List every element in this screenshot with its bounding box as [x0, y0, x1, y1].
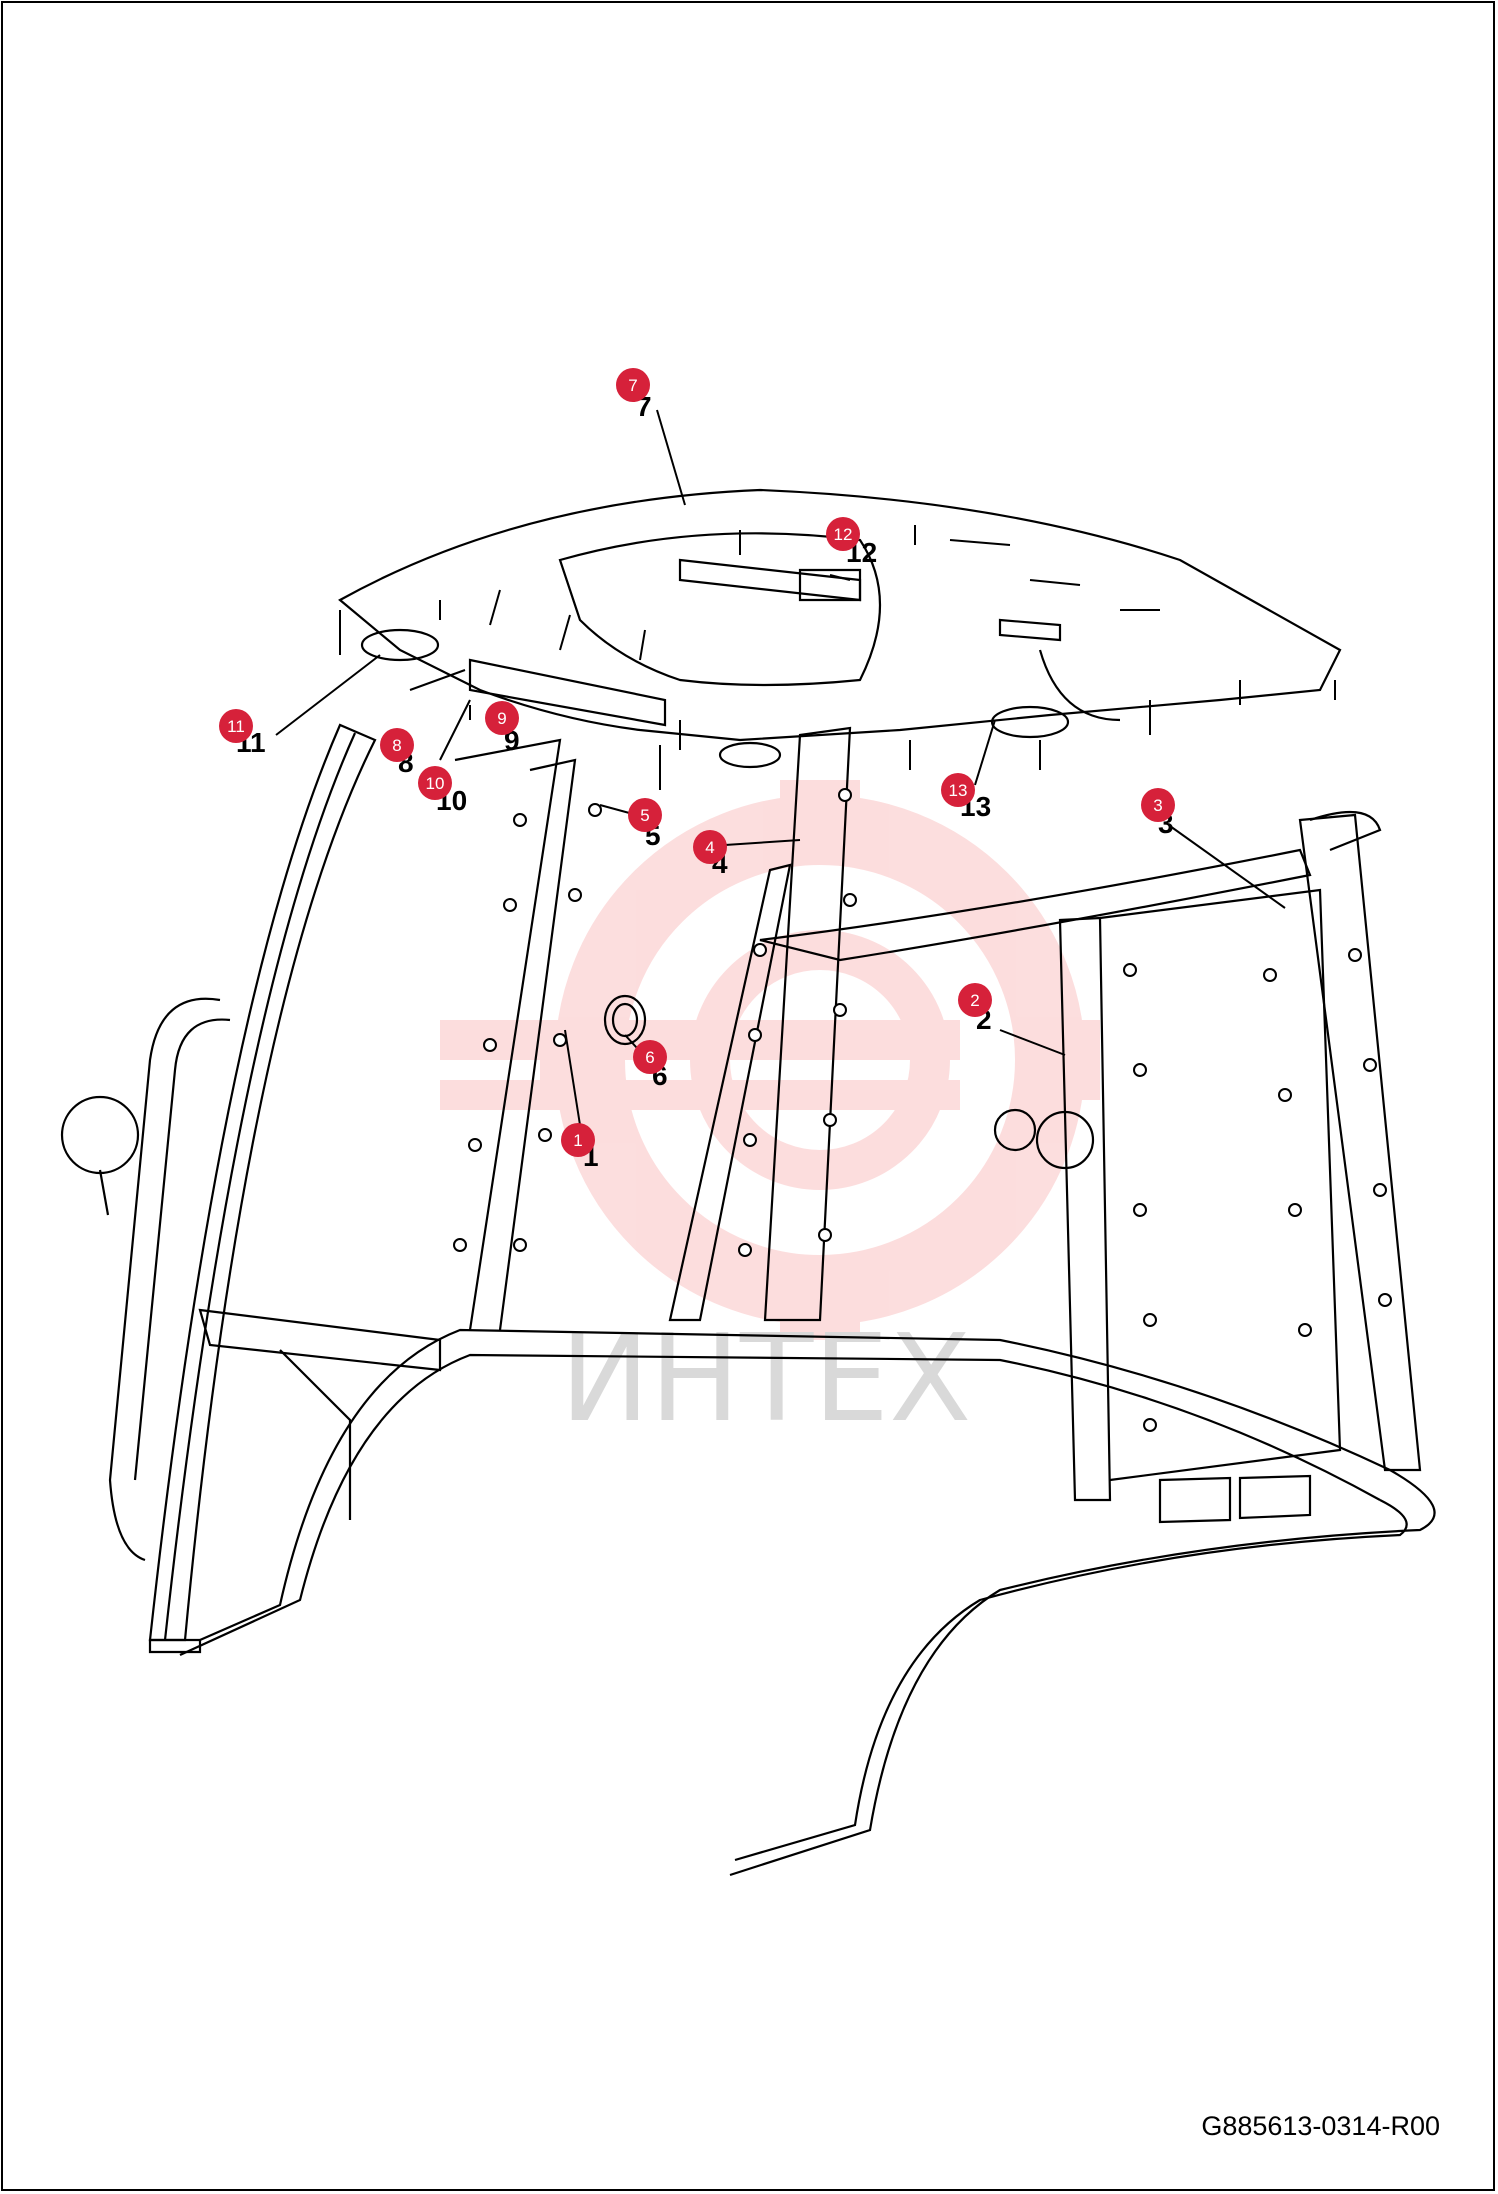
- callout-13[interactable]: 13: [941, 773, 975, 807]
- watermark-text: ИНТЕХ: [560, 1310, 971, 1449]
- callout-4[interactable]: 4: [693, 830, 727, 864]
- callout-5[interactable]: 5: [628, 798, 662, 832]
- leader-lines: [275, 409, 1286, 1126]
- callout-6[interactable]: 6: [633, 1040, 667, 1074]
- callout-8[interactable]: 8: [380, 728, 414, 762]
- callout-9[interactable]: 9: [485, 701, 519, 735]
- svg-text:7: 7: [628, 376, 637, 395]
- svg-text:6: 6: [645, 1048, 654, 1067]
- svg-text:3: 3: [1153, 796, 1162, 815]
- svg-text:5: 5: [640, 806, 649, 825]
- document-code: G885613-0314-R00: [1201, 2111, 1440, 2141]
- callout-12[interactable]: 12: [826, 517, 860, 551]
- svg-text:13: 13: [949, 781, 968, 800]
- callout-2[interactable]: 2: [958, 983, 992, 1017]
- callout-11[interactable]: 11: [219, 709, 253, 743]
- svg-text:9: 9: [497, 709, 506, 728]
- watermark-logo: [440, 780, 1100, 1340]
- svg-text:1: 1: [573, 1131, 582, 1150]
- svg-text:10: 10: [426, 774, 445, 793]
- svg-text:12: 12: [834, 525, 853, 544]
- svg-text:11: 11: [227, 717, 245, 736]
- callout-7[interactable]: 7: [616, 368, 650, 402]
- cab-frame: [60, 723, 1436, 1877]
- frame-rivets: [453, 788, 1392, 1432]
- roof-screws: [339, 525, 1336, 790]
- svg-text:8: 8: [392, 736, 401, 755]
- svg-text:4: 4: [705, 838, 714, 857]
- callouts: 7 12 3 2 4 5 6 1 11 8 9 10 13: [219, 368, 1175, 1157]
- roof-panel: [338, 488, 1342, 769]
- svg-text:2: 2: [970, 991, 979, 1010]
- callout-3[interactable]: 3: [1141, 788, 1175, 822]
- callout-1[interactable]: 1: [561, 1123, 595, 1157]
- callout-10[interactable]: 10: [418, 766, 452, 800]
